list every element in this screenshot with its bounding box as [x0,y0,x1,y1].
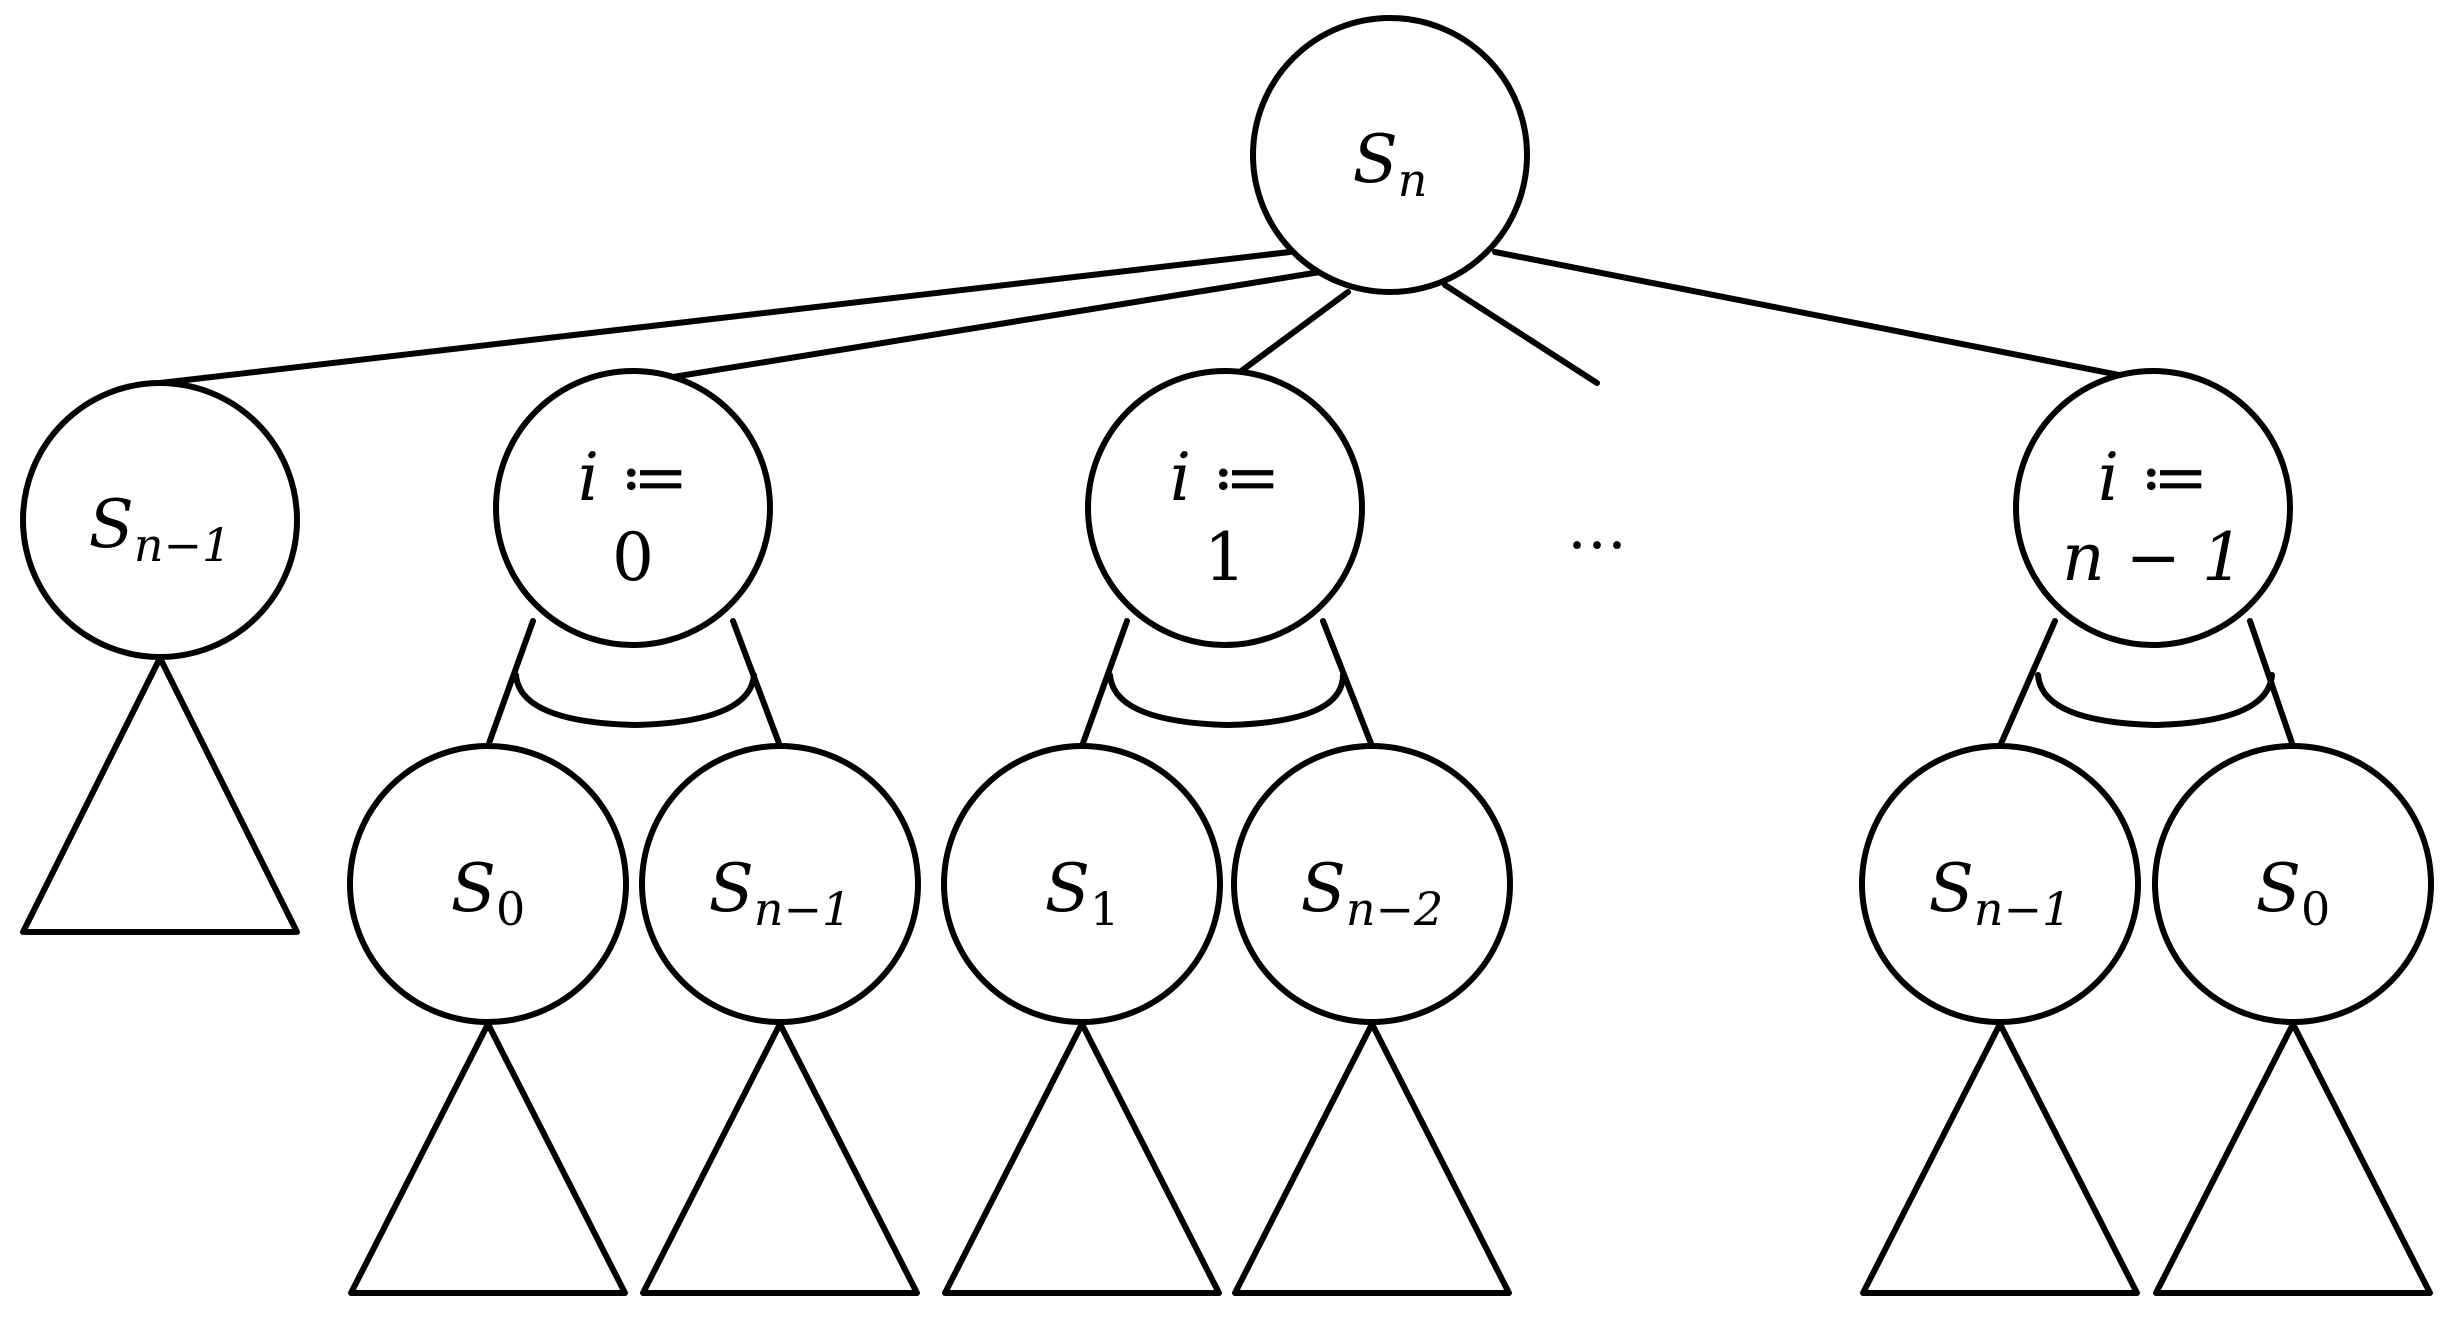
child-node-c3: i ≔ n − 1 [2013,368,2293,648]
ellipsis: … [1567,493,1627,563]
subtree-triangle-c0 [20,655,300,935]
edge-root-c2 [1222,289,1351,386]
subtree-triangle-g2 [942,1021,1222,1296]
root-node: Sn [1250,15,1530,295]
child-label-top-c1: i ≔ [578,439,688,516]
child-label-bottom-c1: 0 [612,519,654,596]
edge-root-c1 [633,269,1323,386]
grandchild-node-g0: S0 [347,743,629,1025]
edge-c2-g3 [1320,618,1375,749]
and-arc-c1 [513,672,757,728]
grandchild-label-g1: Sn−1 [709,850,852,936]
edge-c2-g2 [1079,618,1130,749]
edge-root-dots [1442,282,1600,386]
child-node-c0: Sn−1 [20,380,300,660]
grandchild-node-g1: Sn−1 [639,743,921,1025]
grandchild-node-g3: Sn−2 [1231,743,1513,1025]
child-node-c1: i ≔ 0 [493,368,773,648]
child-label-top-c2: i ≔ [1170,439,1280,516]
grandchild-node-g5: S0 [2152,743,2434,1025]
subtree-triangle-g4 [1860,1021,2140,1296]
child-label-bottom-c3: n − 1 [2062,519,2244,596]
and-arc-c2 [1107,672,1346,728]
grandchild-node-g2: S1 [941,743,1223,1025]
grandchild-label-g5: S0 [2256,850,2331,936]
root-edges [157,249,2163,386]
subtree-triangle-g1 [640,1021,920,1296]
and-arc-c3 [2035,672,2275,728]
subtree-triangle-g3 [1232,1021,1512,1296]
root-label: Sn [1353,121,1428,207]
edge-c1-g1 [730,618,783,749]
subtree-triangle-g0 [348,1021,628,1296]
edge-c1-g0 [485,618,536,749]
grandchild-label-g4: Sn−1 [1929,850,2072,936]
and-connectors [485,618,2296,749]
edge-root-c0 [157,249,1293,386]
edge-root-c3 [1492,249,2163,386]
child-label-bottom-c2: 1 [1204,519,1246,596]
child-label-top-c3: i ≔ [2098,439,2208,516]
grandchild-node-g4: Sn−1 [1859,743,2141,1025]
grandchild-label-g3: Sn−2 [1301,850,1444,936]
child-label-c0: Sn−1 [89,486,232,572]
grandchild-label-g0: S0 [451,850,526,936]
edge-c3-g4 [1997,618,2058,749]
subtree-triangles [20,655,2433,1296]
grandchild-label-g2: S1 [1045,850,1120,936]
child-node-c2: i ≔ 1 [1085,368,1365,648]
subtree-triangle-g5 [2153,1021,2433,1296]
